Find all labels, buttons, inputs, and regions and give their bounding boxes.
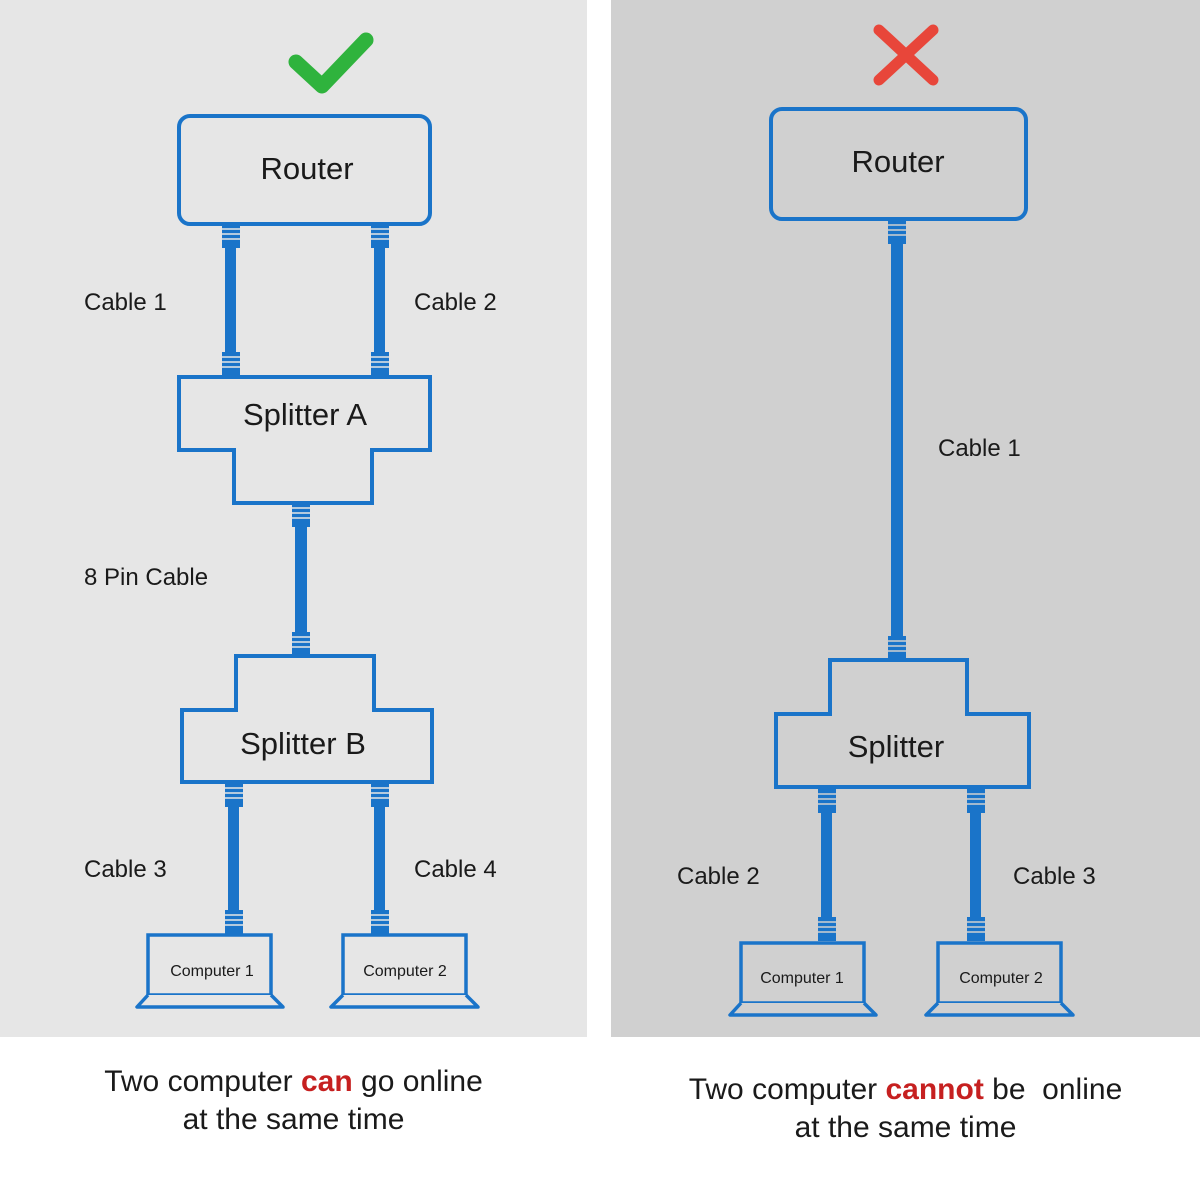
left-computer-1-label: Computer 1 xyxy=(170,963,254,980)
left-caption-highlight: can xyxy=(300,1065,353,1098)
left-cable-3-label: Cable 3 xyxy=(84,856,167,883)
right-cable-3-label: Cable 3 xyxy=(1013,863,1096,890)
left-cable-1 xyxy=(225,248,236,354)
right-cable-2-label: Cable 2 xyxy=(677,863,760,890)
right-cable-1-label: Cable 1 xyxy=(938,435,1021,462)
right-splitter-box xyxy=(774,658,1031,789)
right-caption-line-2: at the same time xyxy=(794,1111,1017,1144)
left-caption-line-1: Two computer can go online xyxy=(0,1063,587,1101)
left-splitter-a-box xyxy=(177,375,432,505)
left-caption-line-2: at the same time xyxy=(182,1103,405,1136)
left-cable-4-label: Cable 4 xyxy=(414,856,497,883)
left-8pin-cable-label: 8 Pin Cable xyxy=(84,564,208,591)
left-cable-1-label: Cable 1 xyxy=(84,289,167,316)
right-cable-2 xyxy=(821,813,832,919)
left-router-label: Router xyxy=(260,151,353,186)
right-router-label: Router xyxy=(851,144,944,179)
right-caption-highlight: cannot xyxy=(885,1073,984,1106)
right-computer-2-icon xyxy=(924,941,1075,1017)
right-router-box xyxy=(769,107,1028,221)
left-cable-2 xyxy=(374,248,385,354)
left-computer-2-label: Computer 2 xyxy=(363,963,447,980)
right-caption-after: be online xyxy=(983,1073,1123,1106)
right-computer-1-icon xyxy=(728,941,878,1017)
right-caption-before: Two computer xyxy=(688,1073,886,1106)
left-computer-2-icon xyxy=(329,933,480,1009)
left-splitter-a-label: Splitter A xyxy=(243,397,367,432)
right-caption-line-1: Two computer cannot be online xyxy=(611,1071,1200,1109)
left-8pin-cable xyxy=(295,527,307,634)
right-cable-3 xyxy=(970,813,981,919)
right-cable-1 xyxy=(891,244,903,638)
left-cable-2-label: Cable 2 xyxy=(414,289,497,316)
right-caption: Two computer cannot be online at the sam… xyxy=(611,1071,1200,1147)
left-caption-after: go online xyxy=(352,1065,483,1098)
cross-icon xyxy=(873,24,939,86)
left-cable-3 xyxy=(228,807,239,911)
left-router-box xyxy=(177,114,432,226)
left-splitter-b-label: Splitter B xyxy=(240,726,366,761)
left-caption-before: Two computer xyxy=(104,1065,301,1098)
right-computer-1-label: Computer 1 xyxy=(760,970,844,987)
left-splitter-b-box xyxy=(180,654,434,784)
left-cable-4 xyxy=(374,807,385,911)
right-computer-2-label: Computer 2 xyxy=(959,970,1043,987)
left-computer-1-icon xyxy=(135,933,285,1009)
checkmark-icon xyxy=(288,32,374,94)
left-caption: Two computer can go online at the same t… xyxy=(0,1063,587,1139)
right-splitter-label: Splitter xyxy=(848,729,944,764)
